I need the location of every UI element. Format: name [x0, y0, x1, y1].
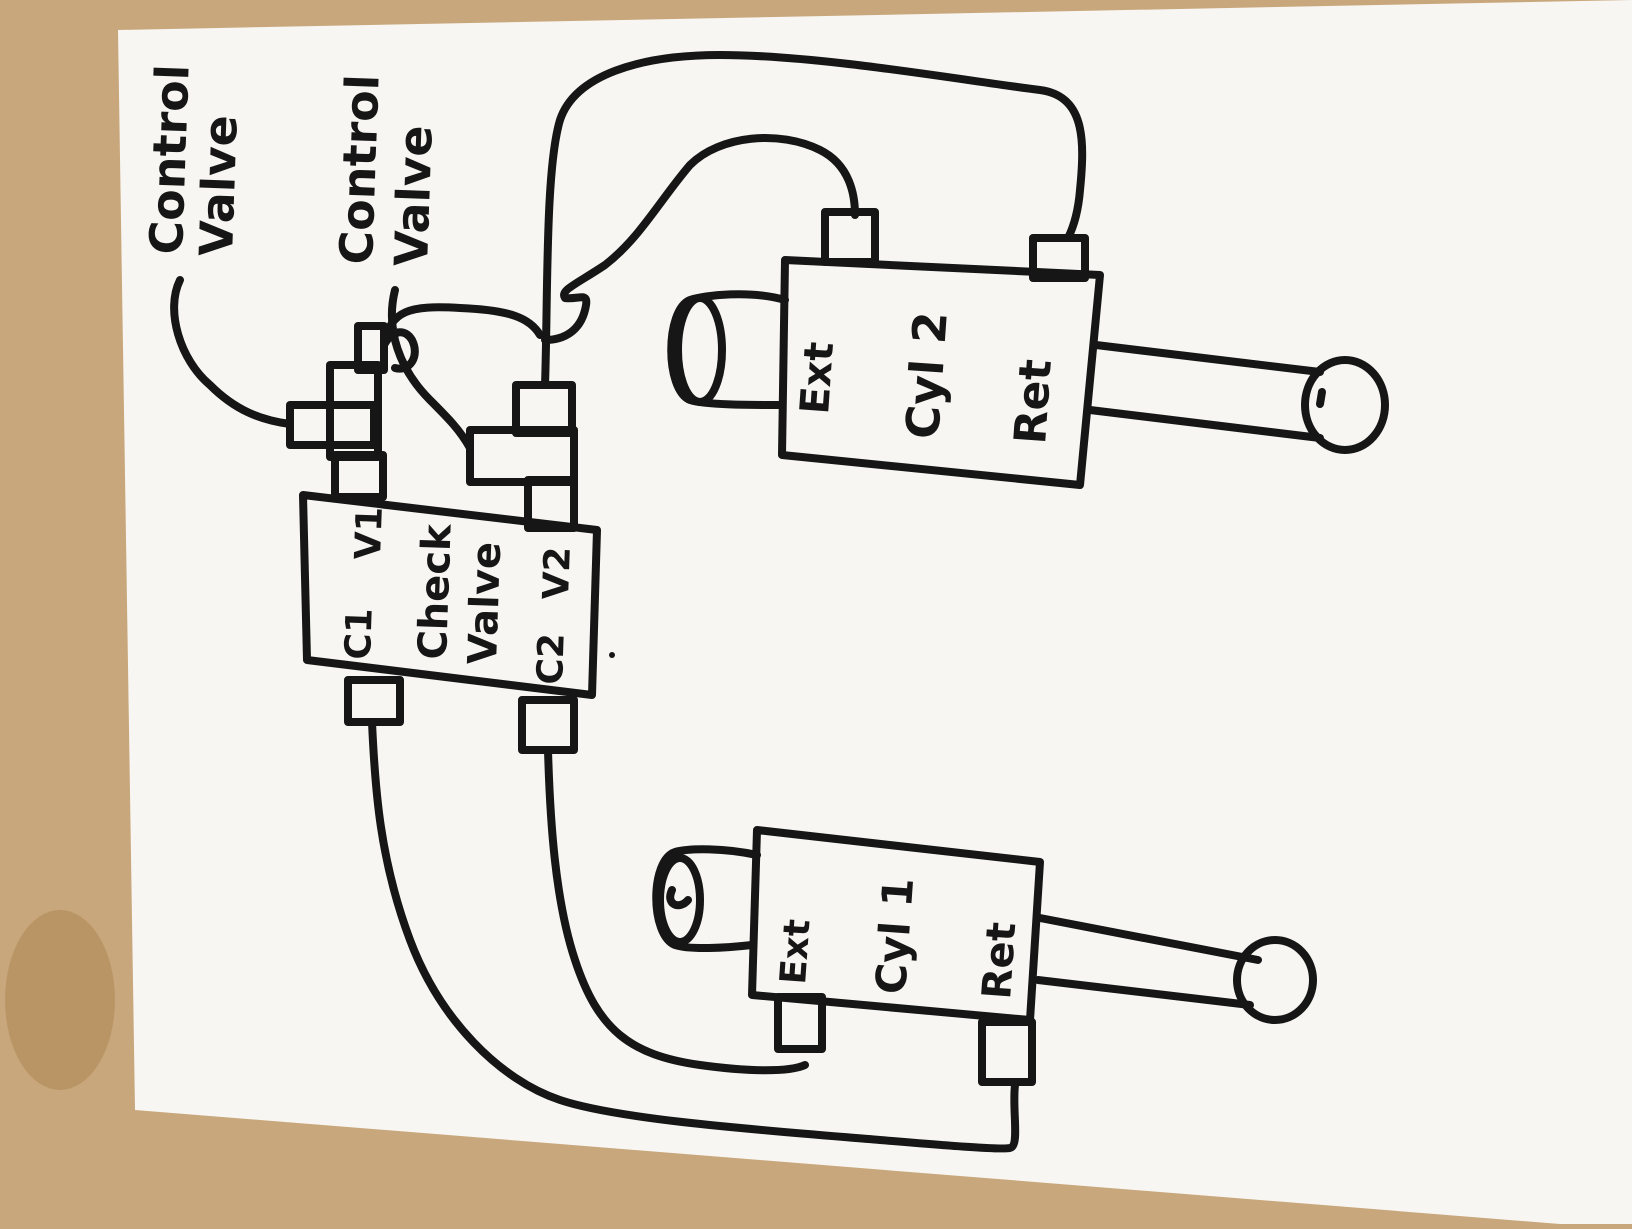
control-valve-1-label: Control Valve — [139, 63, 248, 257]
cylinder-1-end-cap-mark — [666, 886, 692, 910]
cylinder-2-ext-label: Ext — [792, 340, 843, 415]
diagram-ink — [170, 51, 1389, 1153]
cylinder-2-rod-eye — [1301, 356, 1389, 454]
cylinder-2-ret-label: Ret — [1005, 358, 1062, 446]
c1-to-cyl1-ret-hose — [368, 718, 1020, 1153]
control-valve-2-line2: Valve — [384, 124, 443, 267]
cylinder-2-end-cap — [667, 290, 789, 409]
cylinder-1-ret-label: Ret — [974, 921, 1025, 1001]
cylinder-2-ext-port — [821, 208, 879, 266]
cylinder-2-end-cap-face — [674, 294, 726, 406]
v2-to-cyl2-ret-hose — [541, 51, 1087, 389]
cylinder-1-rod-eye — [1233, 936, 1317, 1024]
check-valve-body — [299, 491, 601, 699]
cylinder-2-ret-port — [1029, 234, 1089, 282]
v1-to-cyl2-hose — [380, 303, 544, 349]
cylinder-1-end-cap-face — [656, 854, 704, 946]
cylinder-1-labels: Ext Cyl 1 Ret — [773, 876, 1025, 1001]
check-valve-port-c1-label: C1 — [338, 607, 381, 660]
check-valve-title-line1: Check — [410, 522, 461, 660]
cylinder-1-rod — [1034, 914, 1262, 1009]
control-valve-1-line — [170, 276, 294, 428]
check-valve-port-v2-label: V2 — [536, 546, 579, 600]
c2-to-cyl1-ext-hose — [544, 746, 809, 1075]
crossover-loop — [380, 328, 419, 373]
cylinder-1-name-label: Cyl 1 — [866, 876, 923, 996]
cylinder-2-name-label: Cyl 2 — [895, 310, 958, 441]
cylinder-1-ret-port — [978, 1018, 1036, 1086]
cylinder-2-body — [778, 256, 1104, 489]
control-valve-2-label: Control Valve — [329, 73, 443, 267]
control-valve-1-line1: Control — [139, 63, 200, 255]
check-valve-port-v1-label: V1 — [348, 506, 391, 560]
v2-to-cyl2-ext-hose — [541, 134, 859, 344]
cylinder-2-rod-eye-mark — [1316, 388, 1326, 408]
check-valve-labels: C1 V1 Check Valve C2 V2 — [338, 506, 579, 685]
wood-knot — [5, 910, 115, 1090]
cylinder-2-labels: Ext Cyl 2 Ret — [792, 310, 1062, 446]
control-valve-1-line2: Valve — [189, 114, 248, 257]
cylinder-1-ext-port — [774, 993, 826, 1053]
check-valve-port-c2-label: C2 — [530, 632, 573, 685]
control-valve-2-line1: Control — [329, 73, 390, 265]
ink-dot — [609, 652, 615, 658]
paper-sheet — [118, 0, 1632, 1224]
cylinder-1-ext-label: Ext — [773, 918, 818, 986]
check-valve-title-line2: Valve — [460, 541, 510, 665]
cylinder-2-rod — [1086, 341, 1324, 442]
